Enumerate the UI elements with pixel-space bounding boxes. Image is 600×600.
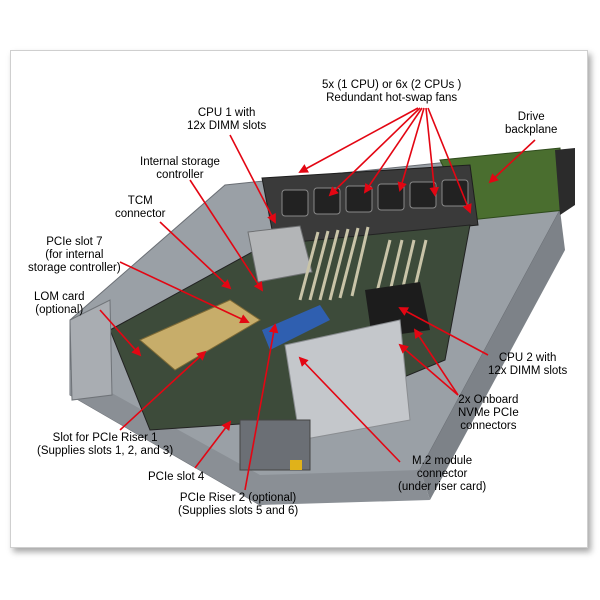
- leader-riser1: [119, 350, 207, 431]
- leader-drive: [488, 139, 536, 184]
- label-m2-connector: M.2 module connector (under riser card): [398, 455, 487, 493]
- leader-cpu1: [229, 134, 276, 224]
- leader-m2: [298, 356, 401, 463]
- label-riser1: Slot for PCIe Riser 1 (Supplies slots 1,…: [37, 432, 174, 457]
- fan-4: [377, 183, 405, 211]
- chassis-right-wall: [420, 210, 565, 500]
- label-cpu1: CPU 1 with 12x DIMM slots: [187, 107, 267, 132]
- leader-storage: [189, 179, 264, 292]
- fan-2: [313, 187, 341, 215]
- dimm-3: [318, 229, 340, 301]
- cpu1-heatsink: [247, 225, 313, 283]
- leader-pcie4: [194, 420, 232, 469]
- leader-fan-3: [363, 107, 423, 194]
- fan-1: [281, 189, 309, 217]
- dimm-2: [308, 230, 330, 301]
- label-pcie-slot-7: PCIe slot 7 (for internal storage contro…: [28, 236, 121, 274]
- leader-lom: [99, 309, 142, 357]
- leader-fan-6: [427, 107, 472, 214]
- riser2-card: [262, 305, 330, 350]
- leader-fan-4: [397, 107, 425, 192]
- psu-handle: [290, 460, 302, 470]
- label-nvme-connectors: 2x Onboard NVMe PCIe connectors: [458, 394, 519, 432]
- leader-fan-5: [425, 107, 439, 197]
- fan-6: [441, 179, 469, 207]
- server-illustration: [69, 147, 575, 506]
- dimm-5: [338, 227, 360, 299]
- leader-riser2: [244, 323, 279, 491]
- dimm-6: [350, 226, 370, 297]
- dimm-4: [328, 228, 350, 301]
- label-tcm-connector: TCM connector: [115, 195, 166, 220]
- leader-pcie7: [119, 261, 250, 324]
- label-drive-backplane: Drive backplane: [505, 111, 558, 136]
- m2-tray: [284, 319, 411, 441]
- riser1-slot: [139, 299, 261, 371]
- label-internal-storage-controller: Internal storage controller: [140, 156, 220, 181]
- dimm-1: [298, 231, 320, 301]
- rear-panel: [69, 299, 113, 401]
- fan-5: [409, 181, 437, 209]
- leader-cpu2: [398, 307, 489, 356]
- label-fans: 5x (1 CPU) or 6x (2 CPUs ) Redundant hot…: [322, 79, 462, 104]
- leader-nvme-1: [398, 343, 459, 396]
- label-pcie-slot-4: PCIe slot 4: [148, 471, 205, 483]
- leader-lines: [99, 107, 536, 491]
- chassis-front-wall: [70, 370, 430, 505]
- fan-3: [345, 185, 373, 213]
- label-lom-card: LOM card (optional): [34, 291, 85, 316]
- fans-group: [281, 179, 469, 217]
- leader-nvme-2: [413, 328, 459, 396]
- leader-tcm: [159, 221, 232, 290]
- label-cpu2: CPU 2 with 12x DIMM slots: [488, 352, 568, 377]
- front-bezel: [555, 148, 575, 215]
- leader-fan-2: [328, 107, 421, 197]
- leader-fan-1: [298, 107, 419, 173]
- label-riser2: PCIe Riser 2 (optional) (Supplies slots …: [178, 492, 299, 517]
